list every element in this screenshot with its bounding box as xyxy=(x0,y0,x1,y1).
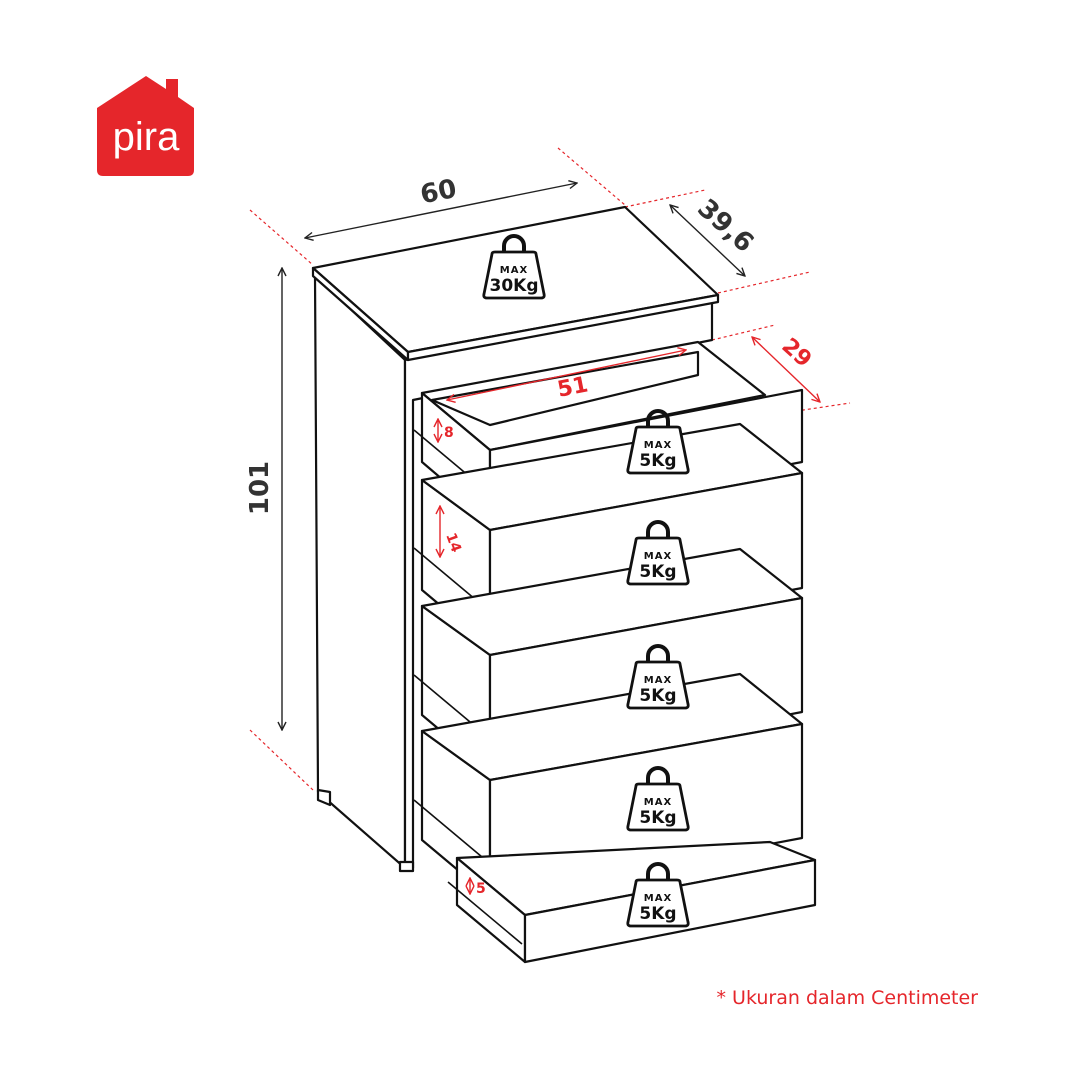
svg-text:MAX: MAX xyxy=(500,265,528,276)
weight-icon-top: MAX 30Kg xyxy=(481,234,547,300)
logo-text: pira xyxy=(113,115,180,159)
weight-icon-drawer-1: MAX 5Kg xyxy=(625,409,691,475)
drawer-height-top-label: 8 xyxy=(444,425,454,441)
weight-icon-bottom-drawer: MAX 5Kg xyxy=(625,862,691,928)
dimension-drawer-height-top: 8 xyxy=(438,419,454,442)
dimension-height: 101 xyxy=(245,268,282,730)
depth-label: 39,6 xyxy=(691,193,759,258)
weight-icon-drawer-2: MAX 5Kg xyxy=(625,520,691,586)
svg-text:5Kg: 5Kg xyxy=(639,451,676,471)
drawer-height-label: 14 xyxy=(442,531,464,555)
dimension-bottom-drawer-height: 5 xyxy=(470,878,486,897)
svg-text:5Kg: 5Kg xyxy=(639,808,676,828)
height-label: 101 xyxy=(245,461,275,515)
dimension-width: 60 xyxy=(305,174,577,238)
svg-text:30Kg: 30Kg xyxy=(490,276,539,296)
svg-text:MAX: MAX xyxy=(644,551,672,562)
pira-logo: pira xyxy=(97,76,194,176)
weight-icon-drawer-4: MAX 5Kg xyxy=(625,766,691,832)
bottom-drawer-height-label: 5 xyxy=(476,881,486,897)
weight-icon-drawer-3: MAX 5Kg xyxy=(625,644,691,710)
svg-text:5Kg: 5Kg xyxy=(639,562,676,582)
svg-text:MAX: MAX xyxy=(644,893,672,904)
units-footnote: * Ukuran dalam Centimeter xyxy=(717,987,979,1009)
svg-text:MAX: MAX xyxy=(644,440,672,451)
dimension-drawer-width: 51 xyxy=(447,350,686,403)
guide-lines xyxy=(249,147,851,791)
svg-text:MAX: MAX xyxy=(644,797,672,808)
svg-text:MAX: MAX xyxy=(644,675,672,686)
width-label: 60 xyxy=(418,174,459,210)
drawer-width-label: 51 xyxy=(555,372,590,402)
svg-text:5Kg: 5Kg xyxy=(639,904,676,924)
dimension-drawer-height: 14 xyxy=(440,506,464,557)
svg-text:5Kg: 5Kg xyxy=(639,686,676,706)
